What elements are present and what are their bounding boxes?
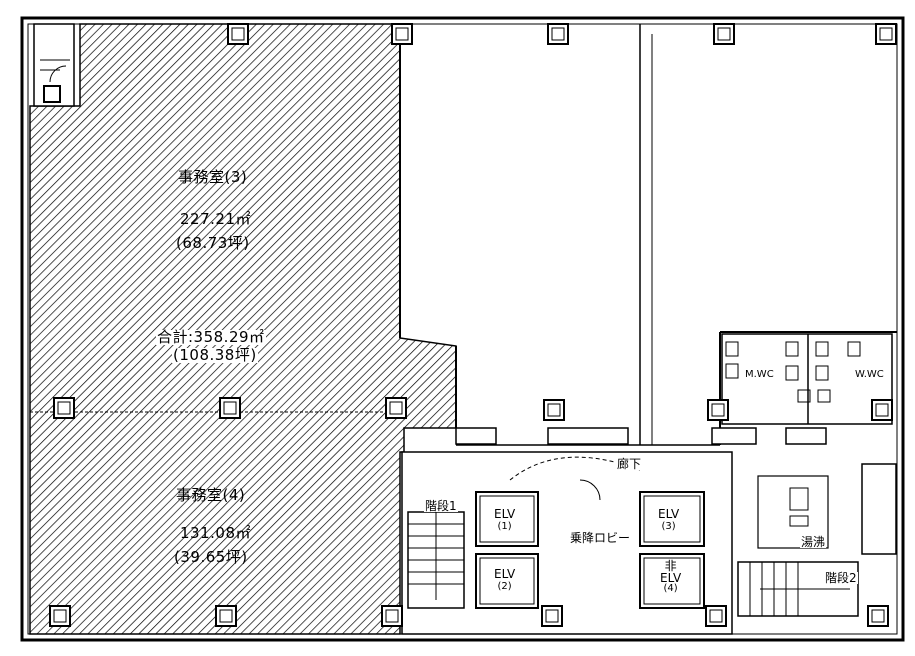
office-4-name: 事務室(4) [176,486,246,504]
wc-men-label: M.WC [744,369,775,380]
column-markers [43,23,897,627]
wc-women-label: W.WC [854,369,885,380]
elv-3-label-line2: (3) [661,521,676,532]
elv-1-label-line2: (1) [497,521,512,532]
elv-3-cab [639,491,705,547]
elv-2-label-line2: (2) [497,581,512,592]
office-3-name: 事務室(3) [178,168,248,186]
kitchenette-label: 湯沸 [800,535,827,549]
elv-emergency-cab [639,553,705,609]
elv-3-label: ELV (3) [658,508,679,532]
office-4-area-m2: 131.08㎡ [180,524,251,542]
elv-1-cab [475,491,539,547]
stair-1-label: 階段1 [424,499,458,513]
outer-wall [20,16,905,642]
office-4-area-tsubo: (39.65坪) [174,548,248,566]
elv-emergency-label-line2: ELV [660,571,682,585]
elv-emergency-label-line3: (4) [663,583,678,594]
total-area-m2: 合計:358.29㎡ [156,328,266,346]
elv-3-label-line1: ELV [658,507,680,521]
office-3-area-m2: 227.21㎡ [180,210,251,228]
office-3-area-tsubo: (68.73坪) [176,234,250,252]
elv-2-label-line1: ELV [494,567,516,581]
elv-1-label: ELV (1) [494,508,515,532]
elevator-lobby-label: 乗降ロビー [570,531,631,545]
elv-2-label: ELV (2) [494,568,515,592]
total-area-tsubo: (108.38坪) [172,346,258,364]
elv-2-cab [475,553,539,609]
elv-emergency-label: 非 ELV (4) [660,560,681,594]
stair-2-label: 階段2 [824,571,858,585]
elv-emergency-label-line1: 非 [664,559,677,573]
corridor-label: 廊下 [616,457,643,471]
elv-1-label-line1: ELV [494,507,516,521]
